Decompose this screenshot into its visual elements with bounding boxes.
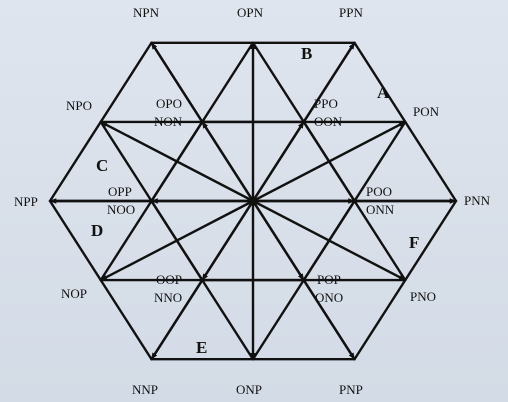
label-opp: OPP <box>108 184 132 199</box>
small-vector-arrow <box>251 200 305 281</box>
small-vector-arrow <box>201 121 255 202</box>
label-nop: NOP <box>61 286 87 301</box>
label-npn: NPN <box>133 5 160 20</box>
label-nno: NNO <box>154 290 182 305</box>
label-npo: NPO <box>66 98 92 113</box>
label-ppo: PPO <box>314 96 338 111</box>
label-non: NON <box>154 114 183 129</box>
sector-a: A <box>377 83 390 102</box>
voltage-vector-arrow <box>100 120 254 203</box>
label-pnp: PNP <box>339 382 363 397</box>
small-vector-arrow <box>251 121 305 202</box>
label-nnp: NNP <box>132 382 158 397</box>
sector-b: B <box>301 44 312 63</box>
label-noo: NOO <box>107 202 135 217</box>
label-oop: OOP <box>156 272 182 287</box>
label-opo: OPO <box>156 96 182 111</box>
voltage-vector-arrow <box>252 120 406 203</box>
label-onp: ONP <box>236 382 262 397</box>
label-ono: ONO <box>315 290 343 305</box>
sector-f: F <box>409 233 419 252</box>
label-onn: ONN <box>366 202 395 217</box>
label-opn: OPN <box>237 5 264 20</box>
label-pop: POP <box>317 272 341 287</box>
small-vector-arrow <box>201 200 255 281</box>
sector-d: D <box>91 221 103 240</box>
voltage-vector-arrow <box>252 199 406 282</box>
sector-e: E <box>196 338 207 357</box>
label-ppn: PPN <box>339 5 363 20</box>
label-pno: PNO <box>410 289 436 304</box>
voltage-vector-arrow <box>100 199 254 282</box>
label-poo: POO <box>366 184 392 199</box>
label-oon: OON <box>314 114 343 129</box>
origin-point <box>249 197 257 205</box>
label-pnn: PNN <box>464 193 491 208</box>
label-pon: PON <box>413 104 440 119</box>
sector-c: C <box>96 156 108 175</box>
label-npp: NPP <box>14 194 38 209</box>
